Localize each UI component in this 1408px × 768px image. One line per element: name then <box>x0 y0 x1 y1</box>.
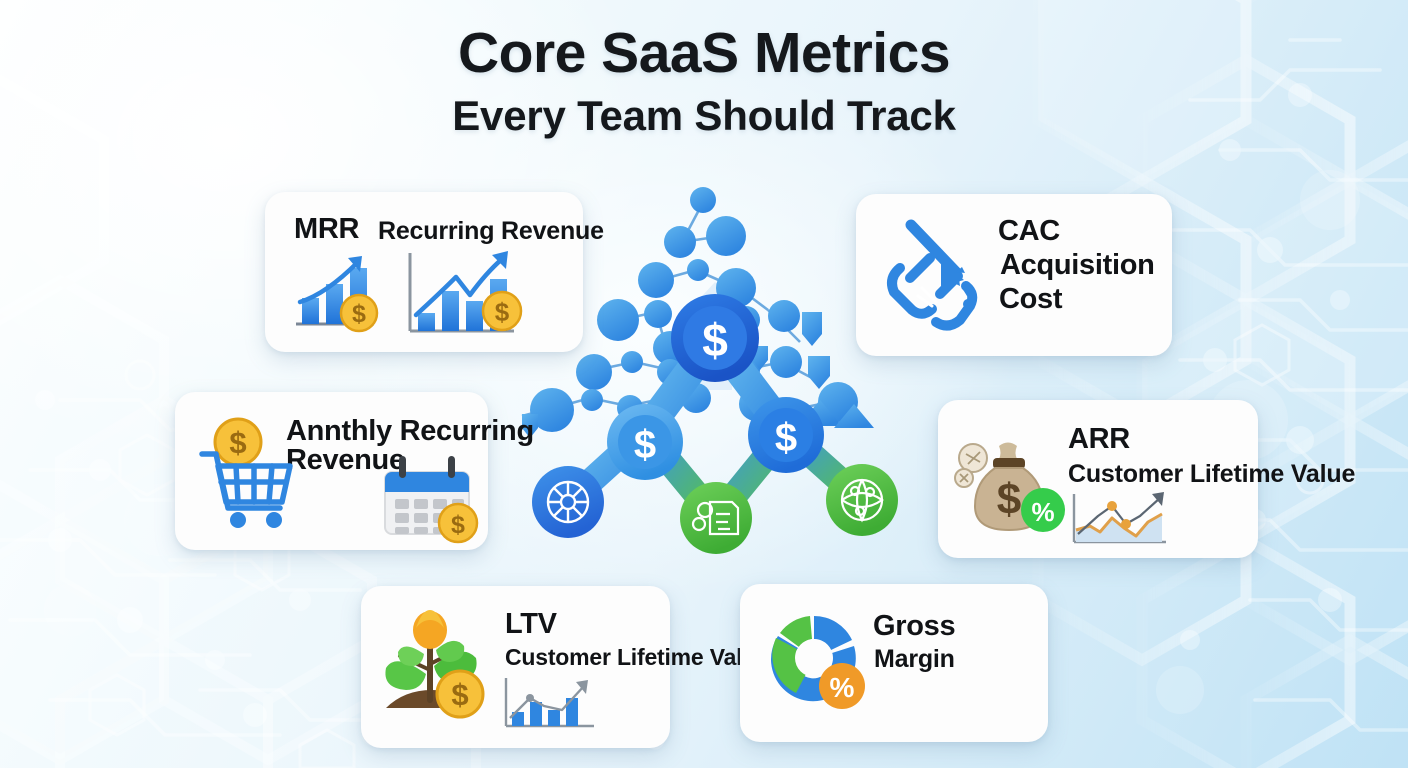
card-arr-desc: Customer Lifetime Value <box>1068 460 1356 488</box>
svg-text:$: $ <box>775 416 797 460</box>
card-ltv-label: LTV <box>505 608 557 640</box>
card-arr-label: ARR <box>1068 423 1130 455</box>
card-arr2-label: Annthly Recurring <box>286 415 534 447</box>
node-mid-left-dollar: $ <box>607 404 683 480</box>
card-ltv-desc: Customer Lifetime Value <box>505 644 769 670</box>
svg-text:$: $ <box>997 475 1021 524</box>
svg-text:$: $ <box>352 300 366 328</box>
title-block: Core SaaS Metrics Every Team Should Trac… <box>0 24 1408 138</box>
card-mrr-label: MRR <box>294 213 360 245</box>
svg-text:$: $ <box>229 425 246 460</box>
card-cac-label: CAC <box>998 215 1060 247</box>
card-arr2-line2: Revenue <box>286 444 405 476</box>
svg-text:$: $ <box>702 314 728 366</box>
network-growth-arrow-diagram: $ $ $ <box>521 187 898 554</box>
node-mid-right-dollar: $ <box>748 397 824 473</box>
bar-line-chart-icon: $ <box>408 251 523 333</box>
node-gear-wheel <box>532 466 604 538</box>
node-document-coins <box>680 482 752 554</box>
svg-text:$: $ <box>634 423 656 467</box>
bar-chart-growth-icon: $ <box>296 256 379 333</box>
card-cac-line2: Acquisition <box>1000 249 1155 281</box>
page-subtitle: Every Team Should Track <box>452 92 956 140</box>
svg-text:$: $ <box>451 677 468 712</box>
card-gm-label: Gross <box>873 610 956 642</box>
donut-chart-icon: % <box>770 616 865 709</box>
broken-chain-link-icon <box>887 219 978 331</box>
calendar-icon: $ <box>384 456 479 544</box>
svg-text:$: $ <box>495 297 510 327</box>
svg-text:$: $ <box>451 511 465 539</box>
svg-text:%: % <box>1031 497 1054 527</box>
card-gm-line2: Margin <box>874 645 955 673</box>
shopping-cart-icon: $ <box>199 417 293 528</box>
money-bag-icon: $ % <box>954 442 1065 532</box>
bar-line-chart-icon <box>504 678 594 728</box>
node-globe-network <box>826 464 898 536</box>
line-area-chart-icon <box>1072 492 1166 544</box>
growing-plant-icon: $ <box>385 610 485 719</box>
page-title: Core SaaS Metrics <box>457 21 951 85</box>
card-cac-line3: Cost <box>999 283 1063 315</box>
card-mrr-desc: Recurring Revenue <box>378 217 604 245</box>
node-top-dollar: $ <box>671 294 759 382</box>
svg-text:%: % <box>830 672 855 703</box>
